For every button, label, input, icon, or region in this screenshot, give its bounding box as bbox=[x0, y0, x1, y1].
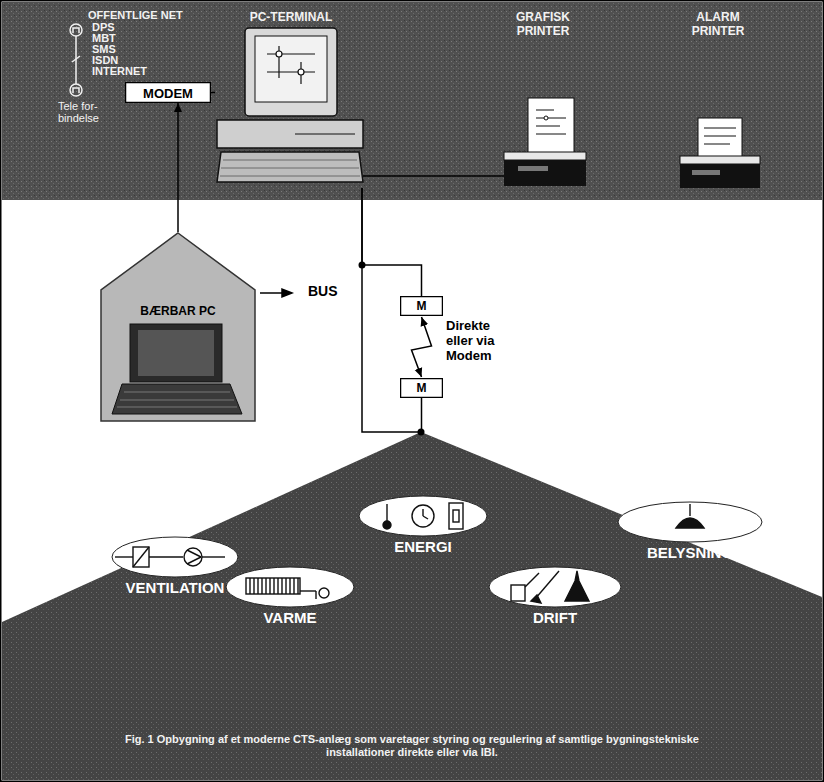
system-ellipse: DRIFT bbox=[485, 565, 625, 629]
system-ellipse: BELYSNING bbox=[614, 500, 766, 564]
pc-shape bbox=[215, 6, 367, 188]
node-label: ALARM PRINTER bbox=[680, 10, 756, 38]
network-heading: OFFENTLIGE NET bbox=[88, 10, 198, 21]
box-node: MODEM bbox=[125, 82, 211, 103]
network-name: ISDN bbox=[92, 55, 152, 66]
network-name: INTERNET bbox=[92, 66, 162, 77]
system-ellipse: ENERGI bbox=[355, 494, 491, 558]
system-ellipse: VENTILATION bbox=[108, 535, 242, 599]
node-label: PC-TERMINAL bbox=[215, 10, 367, 24]
system-label: ENERGI bbox=[355, 538, 491, 555]
system-label: VENTILATION bbox=[108, 579, 242, 596]
box-node: M bbox=[400, 378, 443, 398]
node-label: BÆRBAR PC bbox=[100, 304, 256, 318]
gprinter-node: GRAFISK PRINTER bbox=[494, 6, 592, 190]
network-name: MBT bbox=[92, 33, 152, 44]
system-label: BELYSNING bbox=[614, 544, 766, 561]
house-to-bus-arrow bbox=[260, 289, 292, 297]
system-label: VARME bbox=[222, 609, 358, 626]
network-name: SMS bbox=[92, 44, 152, 55]
phone-label: Tele for- bindelse bbox=[58, 100, 116, 124]
house-node: BÆRBAR PC bbox=[100, 232, 256, 422]
connector bbox=[363, 175, 504, 177]
labelled-connector bbox=[412, 317, 432, 377]
house-shape bbox=[100, 232, 256, 422]
phone-symbols bbox=[70, 24, 82, 96]
node-label: MODEM bbox=[125, 85, 211, 100]
node-label: GRAFISK PRINTER bbox=[505, 10, 581, 38]
box-node: M bbox=[400, 296, 443, 316]
bus-dots bbox=[359, 262, 425, 436]
building-pyramid bbox=[2, 432, 822, 780]
connector bbox=[211, 92, 215, 94]
aprinter-node: ALARM PRINTER bbox=[670, 6, 766, 190]
top-band bbox=[2, 2, 822, 200]
connector bbox=[362, 188, 422, 296]
edge-label: BUS bbox=[308, 283, 348, 299]
node-label: M bbox=[400, 299, 443, 313]
system-label: DRIFT bbox=[485, 609, 625, 626]
system-ellipse: VARME bbox=[222, 565, 358, 629]
pc-node: PC-TERMINAL bbox=[215, 6, 367, 188]
network-name: DPS bbox=[92, 22, 152, 33]
edge-label: Direkte eller via Modem bbox=[446, 318, 520, 363]
figure-caption: Fig. 1 Opbygning af et moderne CTS-anlæg… bbox=[92, 733, 732, 759]
connector bbox=[177, 103, 179, 232]
node-label: M bbox=[400, 381, 443, 395]
